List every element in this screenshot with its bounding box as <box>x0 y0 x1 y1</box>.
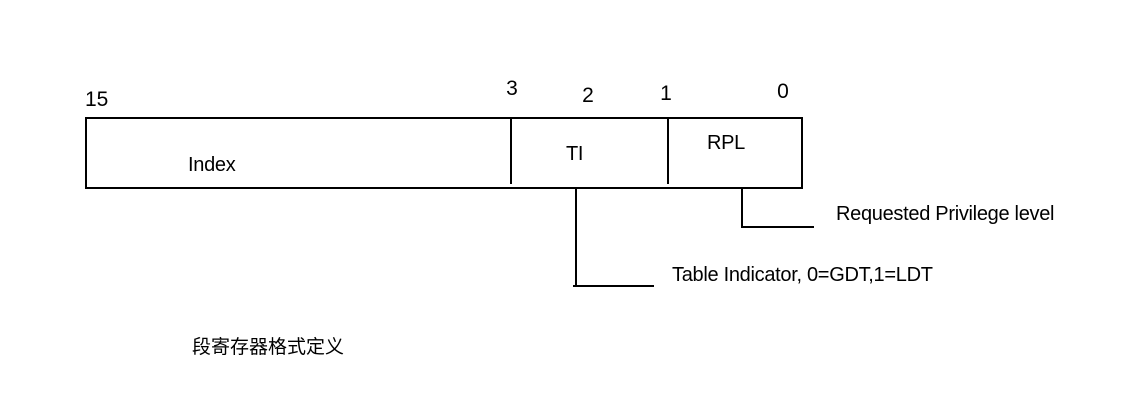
annotation-ti: Table Indicator, 0=GDT,1=LDT <box>672 264 933 286</box>
bit-label-1: 1 <box>660 82 672 105</box>
ti-callout-vertical-line <box>575 189 577 286</box>
rpl-callout-vertical-line <box>741 189 743 227</box>
field-label-index: Index <box>188 154 236 176</box>
divider-ti-rpl <box>667 119 669 184</box>
bit-label-2: 2 <box>582 84 594 107</box>
bit-label-3: 3 <box>506 77 518 100</box>
field-label-ti: TI <box>566 143 584 165</box>
field-label-rpl: RPL <box>707 132 746 154</box>
bit-label-0: 0 <box>777 80 789 103</box>
divider-index-ti <box>510 119 512 184</box>
ti-callout-horizontal-line <box>573 285 654 287</box>
rpl-callout-horizontal-line <box>741 226 814 228</box>
register-box <box>85 117 803 189</box>
bit-label-15: 15 <box>85 88 109 111</box>
diagram-caption: 段寄存器格式定义 <box>192 337 345 358</box>
annotation-rpl: Requested Privilege level <box>836 203 1055 225</box>
